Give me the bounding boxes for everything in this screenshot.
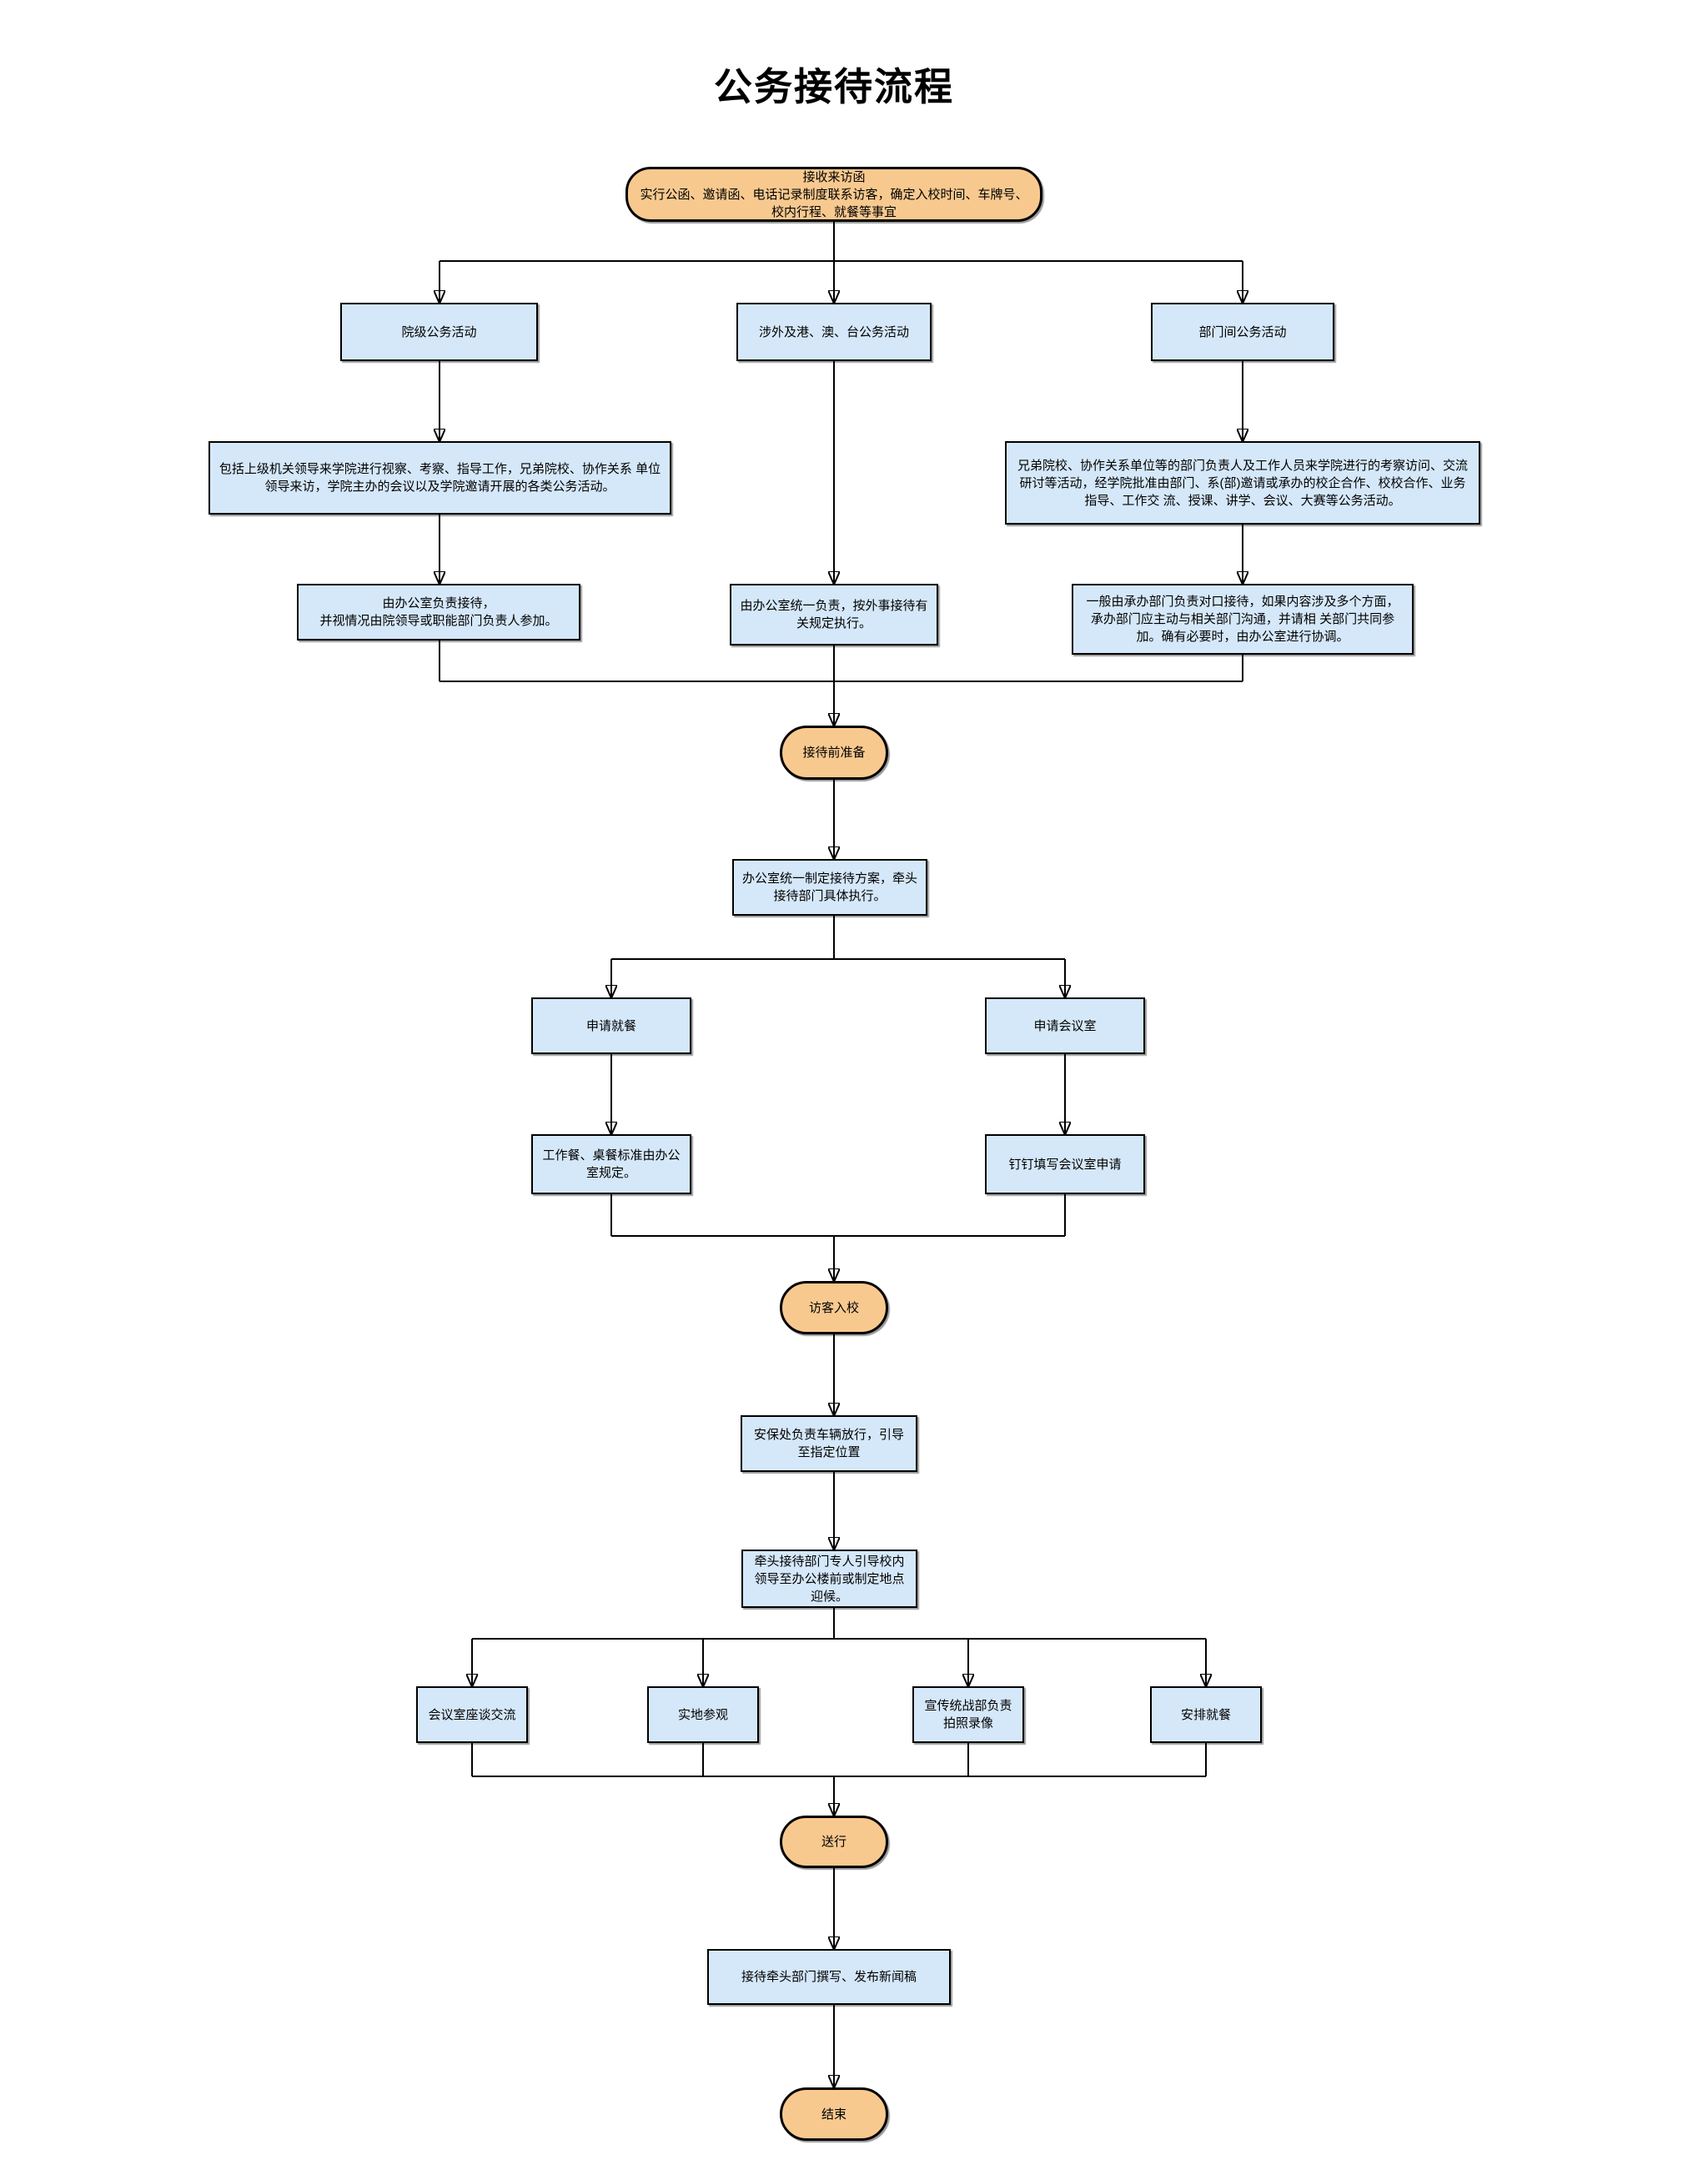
node-label: 安保处负责车辆放行，引导至指定位置 [753, 1428, 904, 1459]
flow-node-branch-foreign: 涉外及港、澳、台公务活动 [736, 303, 932, 361]
node-label: 接待牵头部门撰写、发布新闻稿 [741, 1970, 917, 1984]
node-label: 申请会议室 [1033, 1018, 1097, 1033]
connector-branches-to-details [440, 361, 1243, 584]
node-label: 办公室统一制定接待方案，牵头接待部门具体执行。 [742, 872, 918, 903]
node-label: 访客入校 [808, 1300, 859, 1315]
flow-node-activity-meeting: 会议室座谈交流 [416, 1686, 528, 1743]
node-label: 实地参观 [677, 1707, 728, 1722]
node-label: 接待前准备 [802, 746, 866, 760]
connector-activities-converge [471, 1743, 1207, 1816]
node-label: 由办公室统一负责，按外事接待有关规定执行。 [740, 599, 928, 630]
flow-node-news: 接待牵头部门撰写、发布新闻稿 [707, 1949, 951, 2005]
node-label: 申请就餐 [585, 1018, 636, 1033]
flow-node-meal-standard: 工作餐、桌餐标准由办公室规定。 [531, 1134, 691, 1194]
node-label: 接收来访函 实行公函、邀请函、电话记录制度联系访客，确定入校时间、车牌号、校内行… [640, 169, 1028, 219]
flow-node-college-resp: 由办公室负责接待， 并视情况由院领导或职能部门负责人参加。 [297, 584, 580, 640]
node-label: 部门间公务活动 [1198, 324, 1287, 339]
flow-node-guide: 牵头接待部门专人引导校内领导至办公楼前或制定地点迎候。 [741, 1550, 917, 1608]
connector-start-to-branches [440, 222, 1243, 303]
node-label: 兄弟院校、协作关系单位等的部门负责人及工作人员来学院进行的考察访问、交流研讨等活… [1017, 458, 1468, 508]
node-label: 一般由承办部门负责对口接待，如果内容涉及多个方面，承办部门应主动与相关部门沟通，… [1086, 595, 1399, 644]
flow-node-start: 接收来访函 实行公函、邀请函、电话记录制度联系访客，确定入校时间、车牌号、校内行… [625, 167, 1042, 222]
node-label: 牵头接待部门专人引导校内领导至办公楼前或制定地点迎候。 [754, 1554, 905, 1604]
node-label: 钉钉填写会议室申请 [1008, 1157, 1122, 1172]
flow-node-activity-tour: 实地参观 [647, 1686, 759, 1743]
flow-node-branch-dept: 部门间公务活动 [1151, 303, 1334, 361]
flow-node-college-scope: 包括上级机关领导来学院进行视察、考察、指导工作，兄弟院校、协作关系 单位领导来访… [208, 441, 671, 515]
node-label: 送行 [821, 1835, 846, 1849]
node-label: 由办公室负责接待， 并视情况由院领导或职能部门负责人参加。 [319, 596, 558, 628]
node-label: 安排就餐 [1180, 1707, 1231, 1722]
flow-node-security: 安保处负责车辆放行，引导至指定位置 [741, 1415, 917, 1472]
connector-apply-to-detail [611, 1054, 1065, 1134]
flow-node-prepare: 接待前准备 [780, 726, 888, 780]
flow-node-activity-meal: 安排就餐 [1150, 1686, 1262, 1743]
flow-node-end: 结束 [780, 2087, 888, 2141]
flow-node-dept-resp: 一般由承办部门负责对口接待，如果内容涉及多个方面，承办部门应主动与相关部门沟通，… [1072, 584, 1414, 655]
node-label: 工作餐、桌餐标准由办公室规定。 [542, 1148, 681, 1180]
flow-node-farewell: 送行 [780, 1816, 888, 1868]
flow-node-apply-meal: 申请就餐 [531, 997, 691, 1054]
flow-node-plan: 办公室统一制定接待方案，牵头接待部门具体执行。 [732, 859, 927, 916]
flow-node-dept-scope: 兄弟院校、协作关系单位等的部门负责人及工作人员来学院进行的考察访问、交流研讨等活… [1005, 441, 1480, 525]
node-label: 包括上级机关领导来学院进行视察、考察、指导工作，兄弟院校、协作关系 单位领导来访… [219, 462, 661, 494]
node-label: 会议室座谈交流 [428, 1707, 516, 1722]
flow-node-apply-room: 申请会议室 [985, 997, 1145, 1054]
node-label: 宣传统战部负责拍照录像 [924, 1699, 1012, 1730]
connector-plan-split [611, 916, 1065, 997]
node-label: 院级公务活动 [401, 324, 477, 339]
flow-node-branch-college: 院级公务活动 [340, 303, 538, 361]
flow-node-room-dingtalk: 钉钉填写会议室申请 [985, 1134, 1145, 1194]
node-label: 结束 [821, 2107, 846, 2122]
flow-node-activity-photo: 宣传统战部负责拍照录像 [912, 1686, 1024, 1743]
flow-node-foreign-resp: 由办公室统一负责，按外事接待有关规定执行。 [730, 584, 938, 645]
node-label: 涉外及港、澳、台公务活动 [758, 324, 909, 339]
connector-guide-split [472, 1608, 1206, 1686]
flow-node-visitor-enter: 访客入校 [780, 1281, 888, 1334]
page-title: 公务接待流程 [714, 64, 954, 109]
connector-converge-to-visitor [610, 1194, 1066, 1281]
connector-converge-to-prepare [439, 640, 1243, 726]
